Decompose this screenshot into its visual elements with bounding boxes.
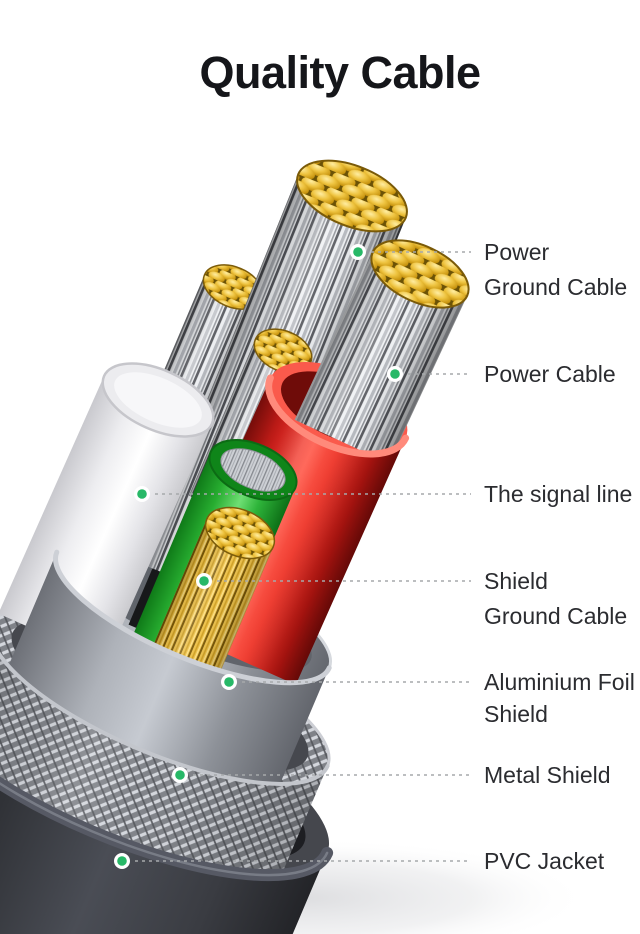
- callout-dot-power-cable: [387, 366, 403, 382]
- label-shield-ground-line2: Ground Cable: [484, 603, 627, 629]
- metal-shield-front: [0, 621, 330, 923]
- callout-dot-metal-shield: [172, 767, 188, 783]
- page-title: Quality Cable: [199, 47, 480, 98]
- label-power-ground-line2: Ground Cable: [484, 274, 627, 300]
- callout-dot-shield-ground: [196, 573, 212, 589]
- label-metal-shield: Metal Shield: [484, 762, 611, 788]
- label-signal-line: The signal line: [484, 481, 632, 507]
- label-pvc-jacket: PVC Jacket: [484, 848, 605, 874]
- pvc-jacket-front: [0, 671, 334, 934]
- callout-dot-pvc-jacket: [114, 853, 130, 869]
- wire-power-conductor: [294, 239, 470, 464]
- label-power-cable: Power Cable: [484, 361, 616, 387]
- label-foil-shield-line1: Aluminium Foil: [484, 669, 635, 695]
- label-power-ground-line1: Power: [484, 239, 550, 265]
- callout-dot-power-ground: [350, 244, 366, 260]
- label-foil-shield-line2: Shield: [484, 701, 548, 727]
- label-shield-ground-line1: Shield: [484, 568, 548, 594]
- callout-dot-signal-line: [134, 486, 150, 502]
- callout-dot-foil-shield: [221, 674, 237, 690]
